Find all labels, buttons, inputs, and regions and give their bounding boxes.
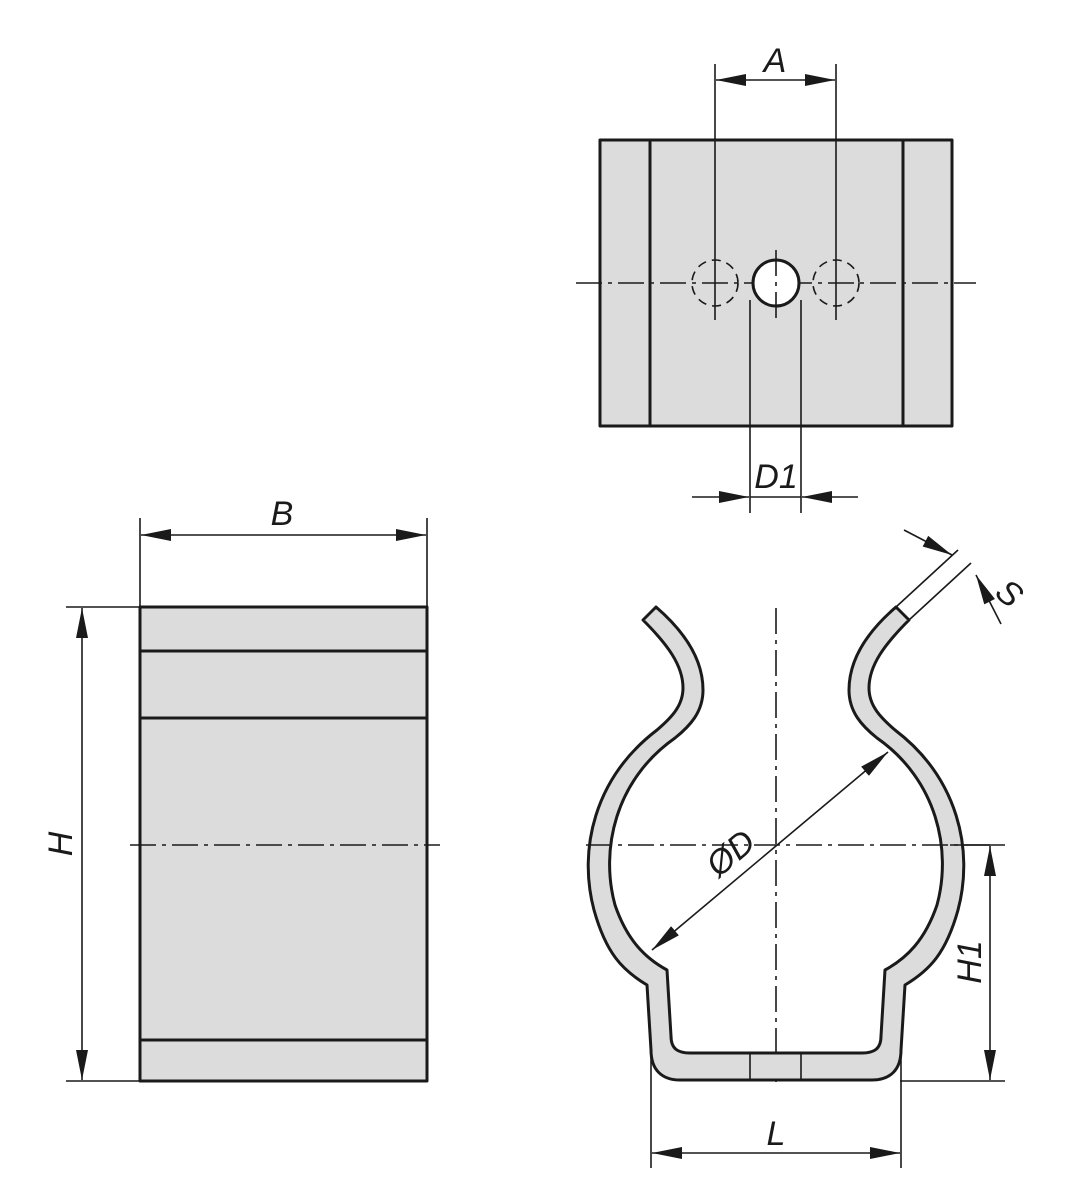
side-view: B H bbox=[42, 495, 440, 1083]
front-view: ØD H1 L S bbox=[586, 529, 1030, 1168]
side-view-body bbox=[138, 605, 429, 1083]
clip-profile bbox=[586, 605, 966, 1082]
dim-s-arrow-outer bbox=[903, 529, 953, 556]
dim-s-extension-inner bbox=[908, 562, 972, 621]
dim-d-line bbox=[651, 751, 889, 951]
dim-h1-label: H1 bbox=[951, 940, 989, 983]
dim-s-arrow-inner bbox=[975, 574, 1002, 625]
dim-s-extension-outer bbox=[895, 549, 959, 608]
dim-l-label: L bbox=[767, 1115, 786, 1153]
clip-thickness-mark bbox=[895, 606, 910, 621]
dim-d1-label: D1 bbox=[754, 458, 797, 496]
top-view: A D1 bbox=[576, 42, 976, 513]
dim-b-label: B bbox=[271, 495, 294, 533]
dim-d-label: ØD bbox=[698, 823, 762, 886]
dim-a-label: A bbox=[762, 42, 787, 80]
dim-h-label: H bbox=[42, 831, 80, 856]
dim-s-label: S bbox=[988, 572, 1030, 616]
